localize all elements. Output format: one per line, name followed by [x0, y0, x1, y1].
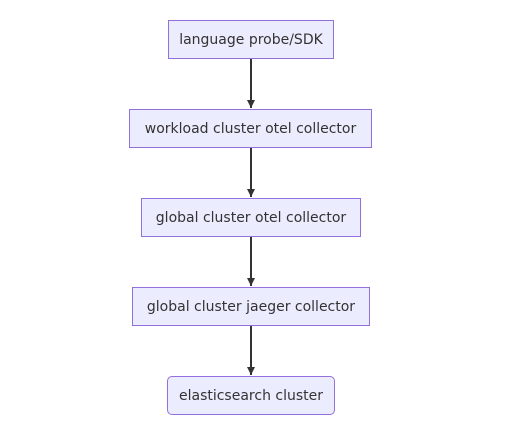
node-global-cluster-jaeger-collector: global cluster jaeger collector	[132, 287, 370, 326]
node-language-probe-sdk: language probe/SDK	[168, 20, 334, 59]
node-label: global cluster otel collector	[155, 209, 347, 226]
node-elasticsearch-cluster: elasticsearch cluster	[167, 376, 335, 415]
node-workload-cluster-otel-collector: workload cluster otel collector	[129, 109, 372, 148]
node-global-cluster-otel-collector: global cluster otel collector	[141, 198, 361, 237]
node-label: elasticsearch cluster	[178, 387, 324, 404]
node-label: global cluster jaeger collector	[146, 298, 356, 315]
node-label: workload cluster otel collector	[144, 120, 357, 137]
node-label: language probe/SDK	[179, 31, 323, 48]
